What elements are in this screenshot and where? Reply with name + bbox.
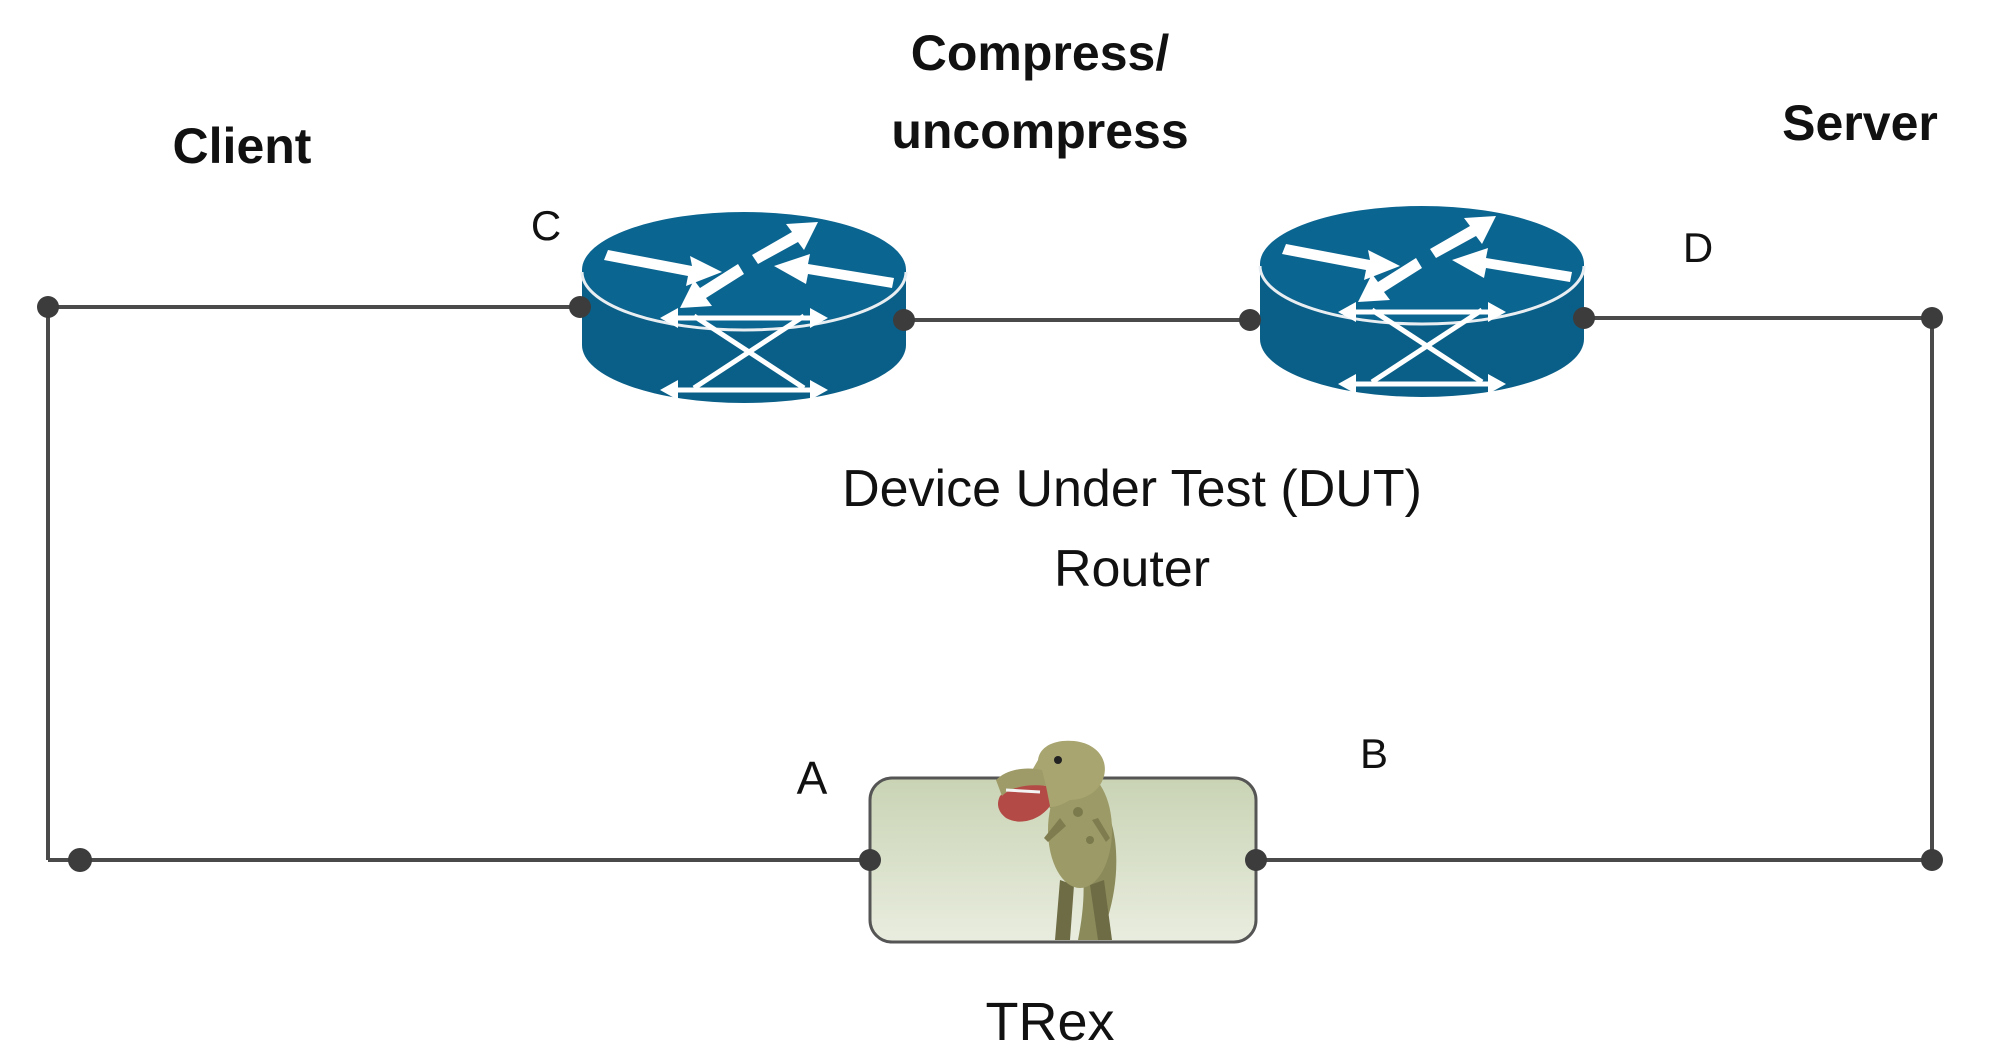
node-client-bottom	[68, 848, 92, 872]
port-c-label: C	[531, 202, 561, 249]
port-d-label: D	[1683, 224, 1713, 271]
trex-label: TRex	[985, 992, 1114, 1052]
node-port-a	[859, 849, 881, 871]
node-port-c	[569, 296, 591, 318]
node-server-bottom	[1921, 849, 1943, 871]
trex-dinosaur-icon	[996, 740, 1117, 940]
router-icon-right	[1260, 206, 1584, 397]
connection-nodes	[37, 296, 1943, 872]
node-server-top	[1921, 307, 1943, 329]
node-port-b	[1245, 849, 1267, 871]
port-a-label: A	[797, 752, 828, 804]
node-router-right-in	[1239, 309, 1261, 331]
router-icon-left	[582, 212, 906, 403]
dut-label-line2: Router	[1054, 540, 1210, 598]
link-lines	[46, 305, 1934, 862]
node-port-d	[1573, 307, 1595, 329]
server-label: Server	[1782, 95, 1938, 151]
node-client-top	[37, 296, 59, 318]
compress-label-line2: uncompress	[891, 103, 1188, 159]
dut-label-line1: Device Under Test (DUT)	[842, 460, 1422, 518]
client-label: Client	[173, 118, 312, 174]
port-b-label: B	[1360, 730, 1388, 777]
compress-label-line1: Compress/	[911, 25, 1170, 81]
node-router-left-out	[893, 309, 915, 331]
